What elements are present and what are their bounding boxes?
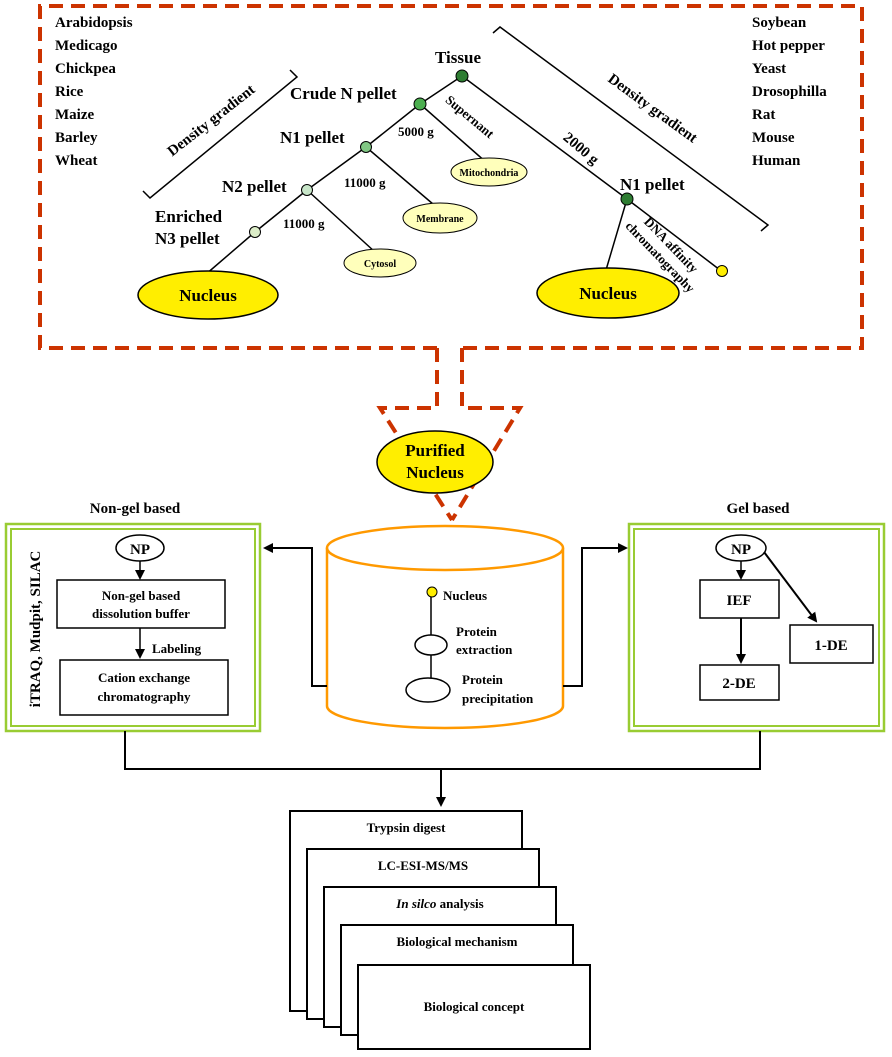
nucleus-left: Nucleus (137, 270, 279, 320)
extraction-line1: Protein (456, 624, 498, 639)
species-list-left: Arabidopsis Medicago Chickpea Rice Maize… (55, 15, 133, 169)
density-bracket-right (492, 26, 770, 232)
n1-pellet-label: N1 pellet (280, 128, 345, 147)
species-left-0: Arabidopsis (55, 15, 133, 31)
gel-np-label: NP (731, 542, 751, 558)
species-right-6: Human (752, 153, 801, 169)
purified-line2: Nucleus (406, 463, 464, 482)
supernant-label: Supernant (443, 92, 498, 142)
de2-box (699, 664, 780, 701)
tissue-label: Tissue (435, 48, 481, 67)
density-bracket-left (142, 69, 299, 200)
cation-line2: chromatography (98, 689, 191, 704)
g-11000-a-label: 11000 g (344, 175, 386, 190)
membrane-fraction: Membrane (402, 202, 478, 234)
enriched-label: Enriched (155, 207, 223, 226)
precipitation-line2: precipitation (462, 691, 534, 706)
non-gel-np-label: NP (130, 542, 150, 558)
dashed-red-frame (38, 4, 864, 350)
non-gel-frame-outer (4, 522, 262, 733)
g-5000-label: 5000 g (398, 124, 434, 139)
tree-edges (204, 75, 721, 276)
species-left-3: Rice (55, 84, 84, 100)
arrow-to-non-gel (263, 543, 327, 687)
ief-label: IEF (726, 593, 751, 609)
cylinder-nucleus-dot (426, 586, 438, 598)
n3-pellet-node (249, 226, 261, 238)
lcms-label: LC-ESI-MS/MS (378, 858, 468, 873)
n1-pellet-node (360, 141, 372, 153)
tissue-node (455, 69, 469, 83)
extraction-line2: extraction (456, 642, 513, 657)
purified-line1: Purified (405, 441, 465, 460)
de2-label: 2-DE (722, 676, 755, 692)
precipitation-ellipse (405, 677, 451, 703)
merge-connector (124, 731, 761, 770)
species-list-right: Soybean Hot pepper Yeast Drosophilla Rat… (752, 15, 827, 169)
species-right-3: Drosophilla (752, 84, 827, 100)
insilico-label: In silco analysis (395, 896, 483, 911)
crude-n-pellet-label: Crude N pellet (290, 84, 397, 103)
cation-exchange-box (59, 659, 229, 716)
species-left-4: Maize (55, 107, 94, 123)
insilico-italic: In silco (395, 896, 437, 911)
gel-heading: Gel based (727, 501, 791, 517)
n1-pellet-right-label: N1 pellet (620, 175, 685, 194)
species-right-4: Rat (752, 107, 775, 123)
dissolution-buffer-box (56, 579, 226, 629)
species-right-5: Mouse (752, 130, 795, 146)
non-gel-heading: Non-gel based (90, 501, 181, 517)
dna-affinity-node (716, 265, 728, 277)
de1-label: 1-DE (814, 638, 847, 654)
buffer-line1: Non-gel based (102, 588, 181, 603)
arrow-to-gel (563, 543, 628, 687)
species-left-5: Barley (55, 130, 98, 146)
cylinder-nucleus-label: Nucleus (443, 588, 487, 603)
n2-pellet-label: N2 pellet (222, 177, 287, 196)
non-gel-side-label: iTRAQ, Mudpit, SILAC (28, 551, 44, 708)
purified-nucleus: Purified Nucleus (376, 430, 494, 494)
precipitation-line1: Protein (462, 672, 504, 687)
cytosol-label: Cytosol (364, 259, 396, 270)
species-left-2: Chickpea (55, 61, 116, 77)
species-right-1: Hot pepper (752, 38, 825, 54)
mitochondria-label: Mitochondria (460, 168, 519, 179)
n3-pellet-label: N3 pellet (155, 229, 220, 248)
crude-n-pellet-node (413, 97, 427, 111)
non-gel-frame-inner (10, 528, 256, 727)
species-right-2: Yeast (752, 61, 786, 77)
nucleus-left-label: Nucleus (179, 286, 237, 305)
extraction-cylinder (325, 524, 565, 730)
n2-pellet-node (301, 184, 313, 196)
concept-card (357, 964, 591, 1050)
density-gradient-right-label: Density gradient (605, 71, 700, 146)
species-right-0: Soybean (752, 15, 807, 31)
gel-frame-inner (633, 528, 880, 727)
mitochondria-fraction: Mitochondria (450, 157, 528, 187)
insilico-rest: analysis (436, 896, 483, 911)
buffer-line2: dissolution buffer (92, 606, 190, 621)
cytosol-fraction: Cytosol (343, 248, 417, 278)
mechanism-label: Biological mechanism (397, 934, 518, 949)
de1-box (789, 624, 874, 664)
gel-frame-outer (627, 522, 886, 733)
extraction-ellipse (414, 634, 448, 656)
cation-line1: Cation exchange (98, 670, 190, 685)
labeling-label: Labeling (152, 641, 202, 656)
membrane-label: Membrane (416, 214, 464, 225)
g-2000-label: 2000 g (560, 130, 602, 169)
pipeline-stack: Trypsin digest LC-ESI-MS/MS In silco ana… (289, 810, 591, 1050)
g-11000-b-label: 11000 g (283, 216, 325, 231)
nucleus-right-label: Nucleus (579, 284, 637, 303)
concept-label: Biological concept (424, 999, 525, 1014)
species-left-6: Wheat (55, 153, 98, 169)
nucleus-right: Nucleus (536, 267, 680, 319)
trypsin-label: Trypsin digest (367, 820, 447, 835)
species-left-1: Medicago (55, 38, 117, 54)
ief-box (699, 579, 780, 619)
n1-pellet-right-node (620, 192, 634, 206)
